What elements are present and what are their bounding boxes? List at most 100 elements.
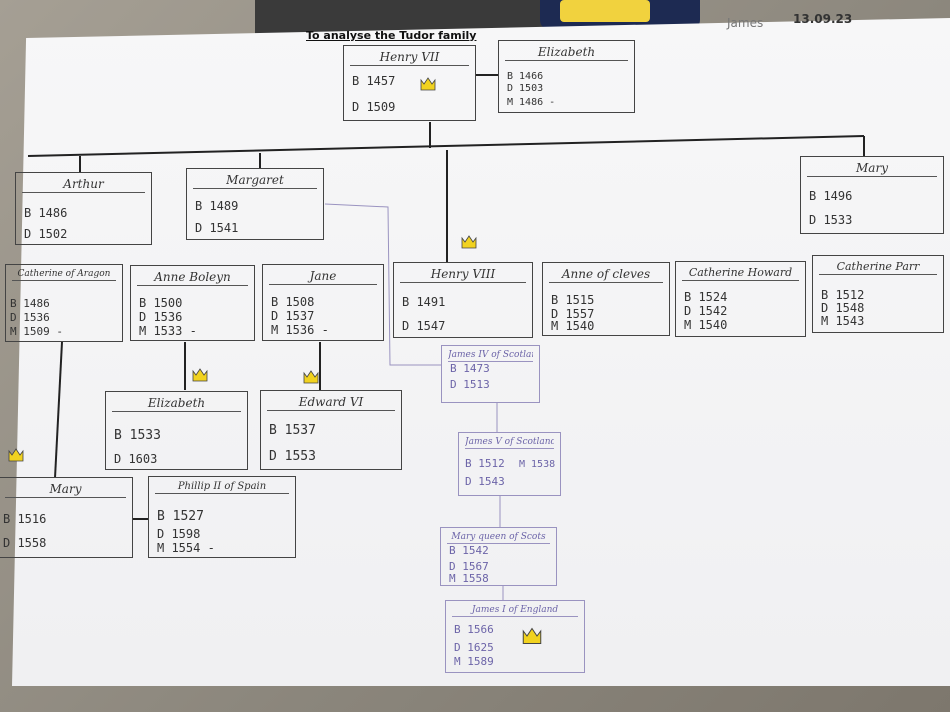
person-anne-of-cleves: Anne of cleves B 1515 D 1557 M 1540: [542, 262, 670, 336]
person-mary-queen-of-scots: Mary queen of Scots B 1542 D 1567 M 1558: [440, 527, 557, 586]
death-year: D 1542: [684, 304, 728, 318]
person-name: Henry VIII: [400, 267, 526, 283]
birth-year: B 1516: [3, 512, 47, 526]
person-edward-vi: Edward VI B 1537 D 1553: [260, 390, 402, 470]
death-year: D 1548: [821, 301, 865, 315]
marriage-year: M 1589: [454, 655, 494, 668]
death-year: D 1543: [465, 475, 505, 488]
death-year: D 1557: [551, 307, 595, 321]
birth-year: B 1524: [684, 290, 728, 304]
birth-year: B 1515: [551, 293, 595, 307]
birth-year: B 1473: [450, 362, 490, 375]
birth-year: B 1457: [352, 74, 396, 88]
birth-year: B 1566: [454, 623, 494, 636]
marriage-year: M 1533 -: [139, 324, 197, 338]
person-catherine-howard: Catherine Howard B 1524 D 1542 M 1540: [675, 261, 806, 337]
person-name: James IV of Scotland: [448, 350, 533, 362]
crown-icon: [8, 448, 24, 462]
birth-year: B 1496: [809, 189, 853, 203]
person-elizabeth-i: Elizabeth B 1533 D 1603: [105, 391, 248, 470]
birth-year: B 1512: [465, 457, 505, 470]
person-name: Mary: [807, 161, 937, 177]
person-henry-vii: Henry VII B 1457 D 1509: [343, 45, 476, 121]
worksheet-paper: [12, 18, 950, 686]
birth-year: B 1489: [195, 199, 239, 213]
person-name: Catherine Parr: [819, 260, 937, 275]
person-name: Mary queen of Scots: [447, 532, 550, 544]
person-mary-i: Mary B 1516 D 1558: [0, 477, 133, 558]
death-year: D 1533: [809, 213, 853, 227]
person-jane-seymour: Jane B 1508 D 1537 M 1536 -: [262, 264, 384, 341]
crown-icon: [461, 235, 477, 249]
death-year: D 1541: [195, 221, 239, 235]
marriage-year: M 1509 -: [10, 325, 63, 338]
person-name: Phillip II of Spain: [155, 481, 289, 494]
marriage-year: M 1540: [551, 319, 595, 333]
death-year: D 1598: [157, 527, 201, 541]
person-name: Anne of cleves: [549, 267, 663, 283]
person-philip-ii: Phillip II of Spain B 1527 D 1598 M 1554…: [148, 476, 296, 558]
person-name: Margaret: [193, 173, 317, 189]
marriage-year: M 1540: [684, 318, 728, 332]
person-name: Elizabeth: [505, 45, 628, 61]
person-name: Catherine of Aragon: [12, 269, 116, 281]
death-year: D 1537: [271, 309, 315, 323]
death-year: D 1558: [3, 536, 47, 550]
page-title: To analyse the Tudor family: [306, 29, 477, 42]
person-mary-tudor: Mary B 1496 D 1533: [800, 156, 944, 234]
person-name: Edward VI: [267, 395, 395, 411]
person-name: Jane: [269, 269, 377, 285]
death-year: D 1509: [352, 100, 396, 114]
death-year: D 1547: [402, 319, 446, 333]
date: 13.09.23: [793, 12, 853, 26]
birth-year: B 1527: [157, 509, 204, 524]
person-catherine-parr: Catherine Parr B 1512 D 1548 M 1543: [812, 255, 944, 333]
person-anne-boleyn: Anne Boleyn B 1500 D 1536 M 1533 -: [130, 265, 255, 341]
death-year: D 1553: [269, 449, 316, 464]
crown-icon: [420, 77, 436, 91]
birth-year: B 1512: [821, 288, 865, 302]
person-name: Anne Boleyn: [137, 270, 248, 286]
death-year: D 1513: [450, 378, 490, 391]
author-name: James: [727, 16, 764, 30]
person-margaret: Margaret B 1489 D 1541: [186, 168, 324, 240]
birth-year: B 1508: [271, 295, 315, 309]
person-james-iv: James IV of Scotland B 1473 D 1513: [441, 345, 540, 403]
crown-icon: [522, 627, 542, 644]
death-year: D 1536: [10, 311, 50, 324]
death-year: D 1603: [114, 452, 158, 466]
death-year: D 1503: [507, 83, 544, 94]
death-year: D 1502: [24, 227, 68, 241]
marriage-year: M 1558: [449, 572, 489, 585]
person-name: Catherine Howard: [682, 266, 799, 281]
person-arthur: Arthur B 1486 D 1502: [15, 172, 152, 245]
death-year: D 1625: [454, 641, 494, 654]
person-james-v: James V of Scotland B 1512 D 1543 M 1538: [458, 432, 561, 496]
marriage-year: M 1554 -: [157, 541, 215, 555]
birth-year: B 1500: [139, 296, 183, 310]
birth-year: B 1466: [507, 71, 544, 82]
death-year: D 1536: [139, 310, 183, 324]
crown-icon: [192, 368, 208, 382]
person-name: James I of England: [452, 605, 578, 617]
person-name: Elizabeth: [112, 396, 241, 412]
birth-year: B 1537: [269, 423, 316, 438]
marriage-year: M 1543: [821, 314, 865, 328]
marriage-year: M 1538: [519, 459, 556, 470]
yellow-object: [560, 0, 650, 22]
birth-year: B 1486: [10, 297, 50, 310]
birth-year: B 1542: [449, 544, 489, 557]
birth-year: B 1486: [24, 206, 68, 220]
person-james-i: James I of England B 1566 D 1625 M 1589: [445, 600, 585, 673]
crown-icon: [303, 370, 319, 384]
birth-year: B 1533: [114, 428, 161, 443]
person-name: Henry VII: [350, 50, 469, 66]
person-elizabeth-of-york: Elizabeth B 1466 D 1503 M 1486 -: [498, 40, 635, 113]
marriage-year: M 1536 -: [271, 323, 329, 337]
marriage-year: M 1486 -: [507, 97, 556, 108]
person-name: Arthur: [22, 177, 145, 193]
death-year: D 1567: [449, 560, 489, 573]
birth-year: B 1491: [402, 295, 446, 309]
person-name: James V of Scotland: [465, 437, 554, 449]
